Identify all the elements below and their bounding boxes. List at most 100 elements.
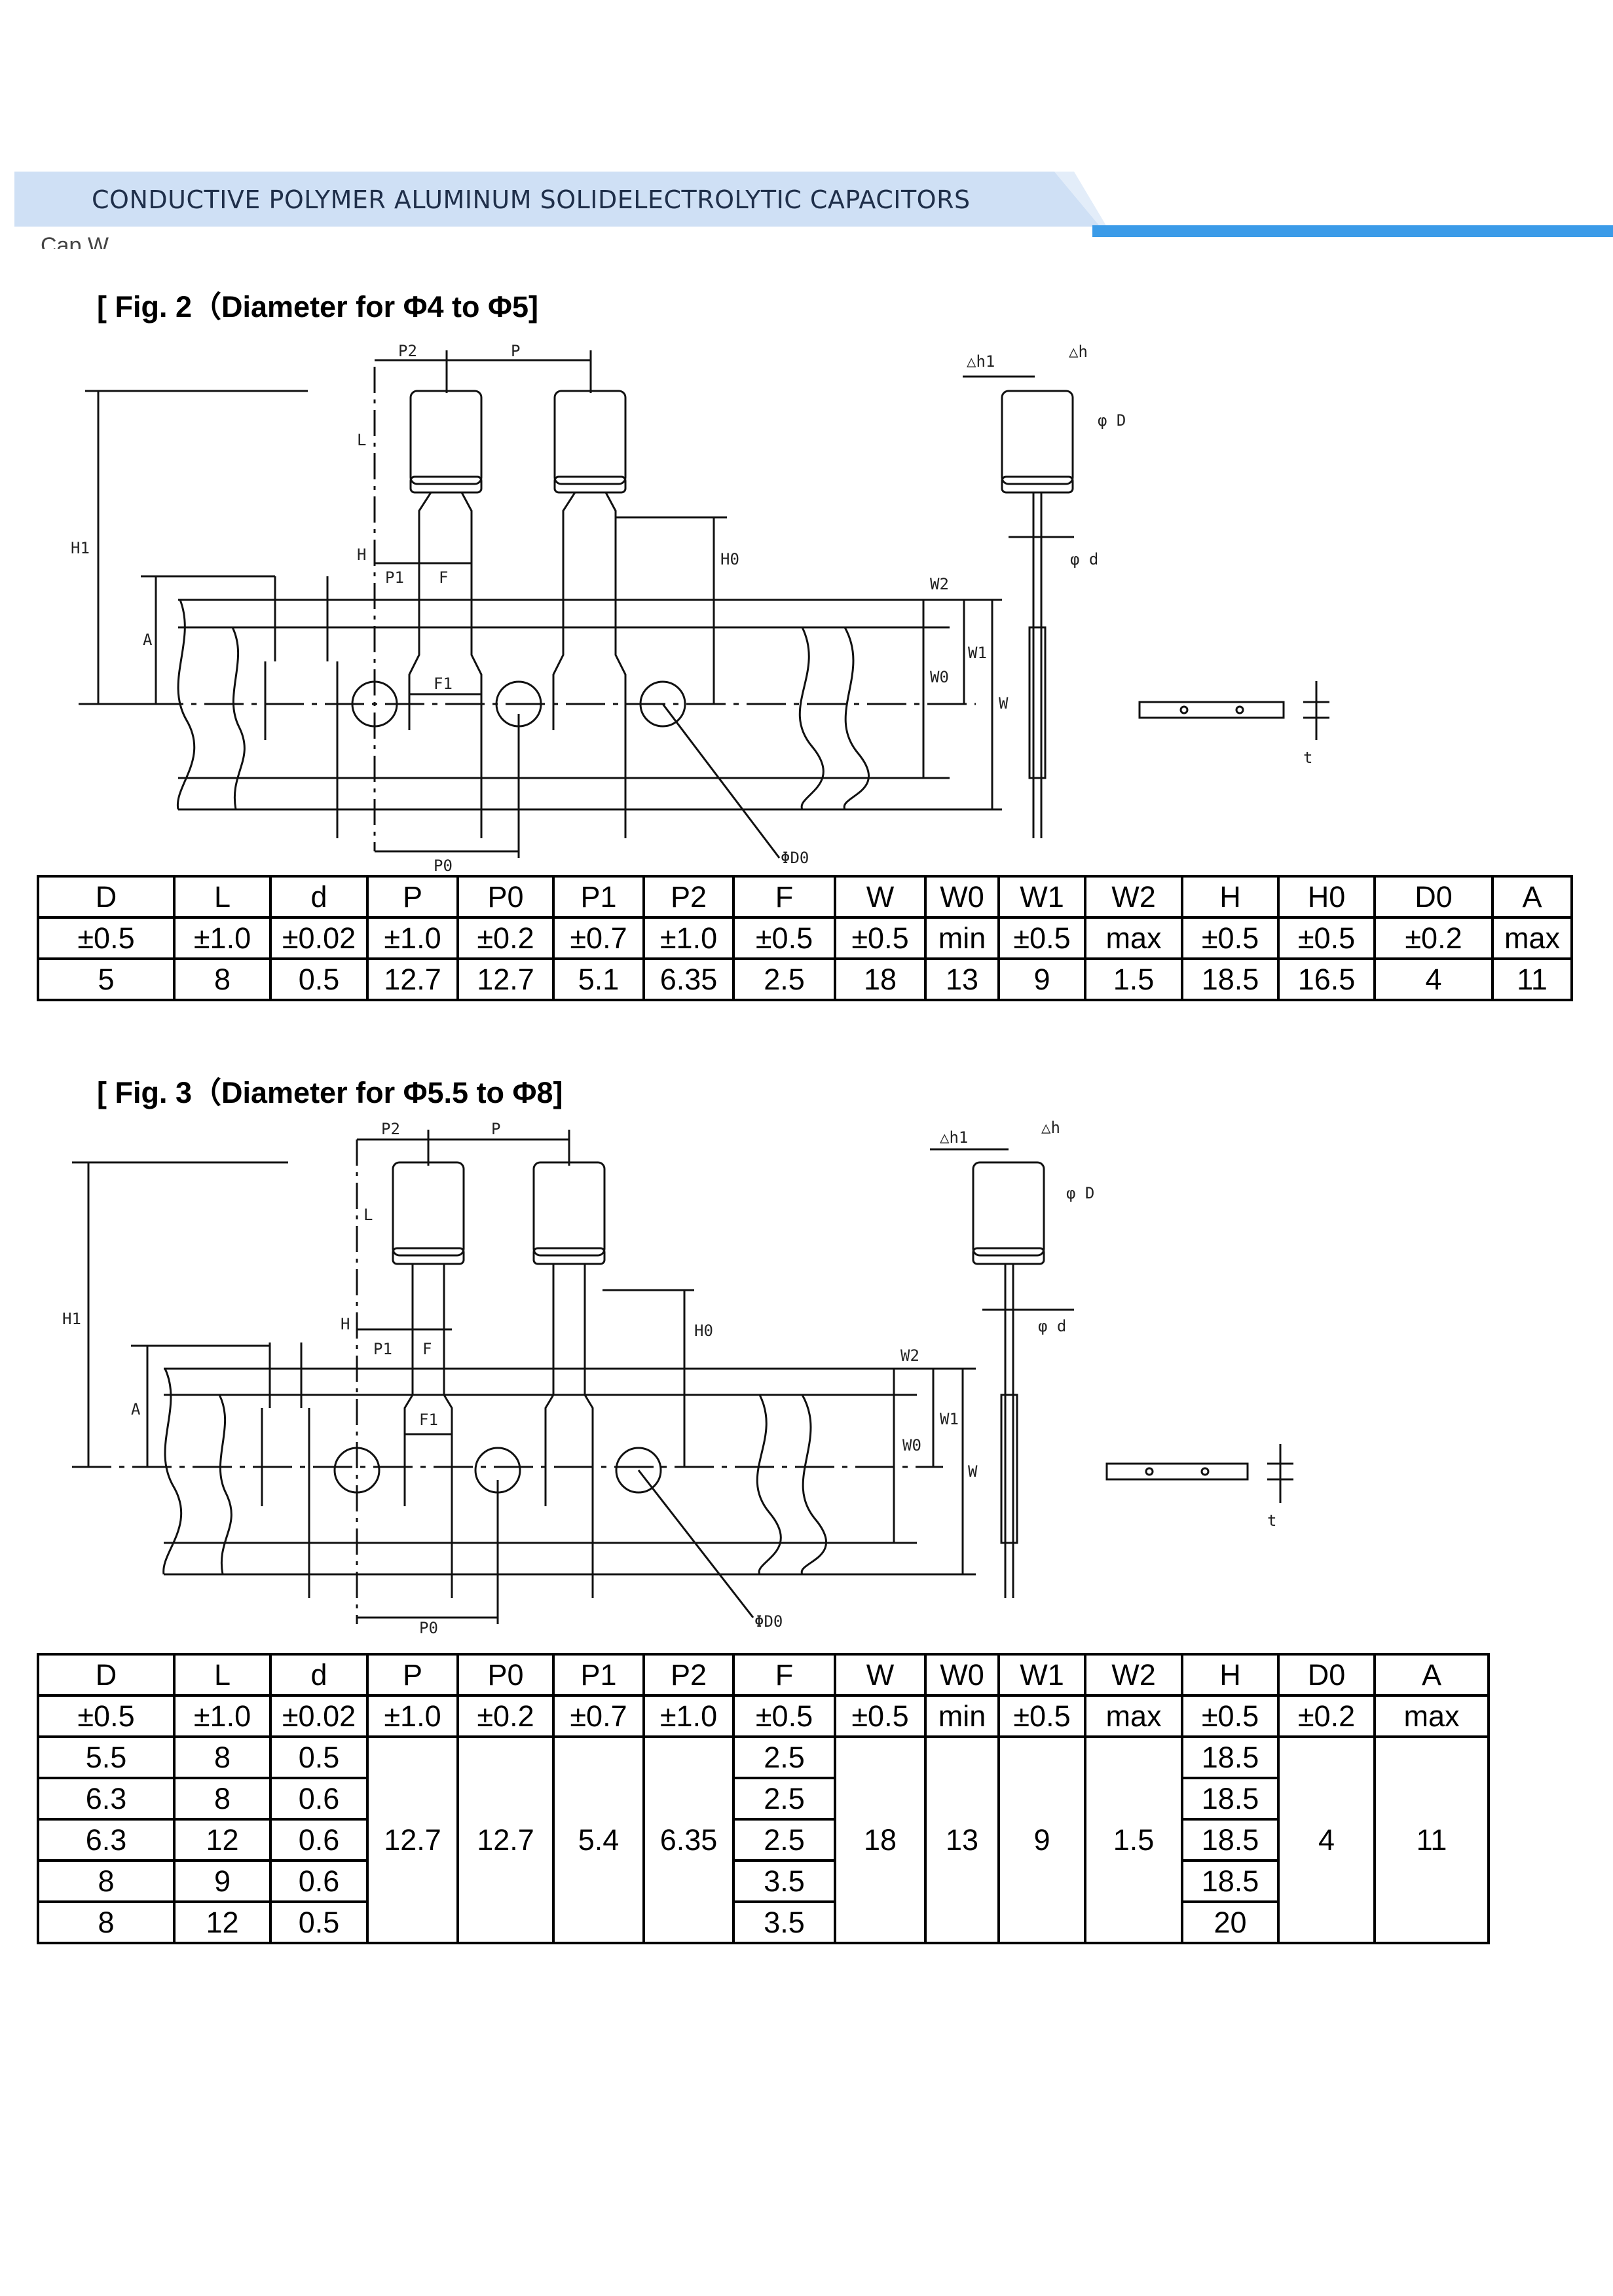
tolerance-cell: max	[1084, 1694, 1183, 1738]
header-cell: P2	[642, 1653, 735, 1697]
document-title: CONDUCTIVE POLYMER ALUMINUM SOLIDELECTRO…	[92, 185, 971, 214]
fig3-label-p: P	[491, 1120, 500, 1138]
value-cell: 6.35	[642, 957, 735, 1001]
tolerance-cell: min	[924, 916, 1000, 960]
value-cell-merged: 18	[834, 1735, 927, 1944]
fig2-label-p: P	[511, 342, 520, 360]
value-cell: 0.5	[269, 957, 369, 1001]
header-cell: W2	[1084, 1653, 1183, 1697]
fig3-label-a: A	[131, 1400, 141, 1418]
tolerance-cell: ±1.0	[173, 1694, 272, 1738]
fig2-label-p2: P2	[398, 342, 417, 360]
header-cell: D	[37, 875, 176, 919]
fig3-value-row: 8 12 0.5 3.5 20	[37, 1900, 1489, 1944]
header-cell: d	[269, 1653, 369, 1697]
value-cell: 12.7	[456, 957, 555, 1001]
value-cell: 5.5	[37, 1735, 176, 1779]
tolerance-cell: ±0.5	[37, 916, 176, 960]
value-cell: 0.6	[269, 1777, 369, 1821]
fig3-tolerance-row: ±0.5 ±1.0 ±0.02 ±1.0 ±0.2 ±0.7 ±1.0 ±0.5…	[37, 1694, 1490, 1738]
value-cell: 0.6	[269, 1859, 369, 1903]
fig3-spec-table: D L d P P0 P1 P2 F W W0 W1 W2 H D0 A ±0.…	[37, 1653, 1490, 1944]
value-cell: 6.3	[37, 1777, 176, 1821]
tolerance-cell: ±0.7	[552, 916, 645, 960]
fig3-value-row: 5.5 8 0.5 12.7 12.7 5.4 6.35 2.5 18 13 9…	[37, 1735, 1490, 1944]
tolerance-cell: ±1.0	[642, 1694, 735, 1738]
tolerance-cell: ±0.5	[732, 916, 836, 960]
header-cell: W0	[924, 1653, 1000, 1697]
tolerance-cell: ±0.5	[834, 916, 927, 960]
fig2-label-f: F	[439, 568, 448, 587]
value-cell-merged: 12.7	[366, 1735, 459, 1944]
value-cell-merged: 6.35	[642, 1735, 735, 1944]
header-cell: d	[269, 875, 369, 919]
fig2-label-d0: ΦD0	[781, 849, 809, 867]
header-cell: H	[1181, 1653, 1280, 1697]
fig2-spec-table: D L d P P0 P1 P2 F W W0 W1 W2 H H0 D0 A …	[37, 875, 1573, 1001]
fig2-label-w: W	[999, 694, 1009, 713]
value-cell: 9	[997, 957, 1086, 1001]
header-cell: H0	[1277, 875, 1376, 919]
tolerance-cell: ±0.02	[269, 1694, 369, 1738]
fig2-tolerance-row: ±0.5 ±1.0 ±0.02 ±1.0 ±0.2 ±0.7 ±1.0 ±0.5…	[37, 916, 1573, 960]
value-cell: 18.5	[1181, 1818, 1280, 1862]
fig2-label-f1: F1	[434, 675, 453, 693]
header-cell: D0	[1277, 1653, 1376, 1697]
subtitle-cap-w: Cap W	[41, 233, 109, 249]
value-cell: 4	[1373, 957, 1494, 1001]
fig2-header-row: D L d P P0 P1 P2 F W W0 W1 W2 H H0 D0 A	[37, 875, 1573, 919]
value-cell: 5	[37, 957, 176, 1001]
fig2-label-l: L	[357, 431, 366, 449]
fig3-value-row: 8 9 0.6 3.5 18.5	[37, 1859, 1489, 1903]
fig2-label-phi-d-upper: φ D	[1098, 411, 1126, 430]
tolerance-cell: ±0.5	[1181, 1694, 1280, 1738]
header-cell: P	[366, 1653, 459, 1697]
tolerance-cell: ±0.7	[552, 1694, 645, 1738]
value-cell: 20	[1181, 1900, 1280, 1944]
value-cell-merged: 1.5	[1084, 1735, 1183, 1944]
value-cell: 18.5	[1181, 1777, 1280, 1821]
header-cell: P0	[456, 875, 555, 919]
header-cell: W1	[997, 875, 1086, 919]
tolerance-cell: max	[1373, 1694, 1490, 1738]
value-cell: 8	[37, 1900, 176, 1944]
tolerance-cell: ±1.0	[366, 916, 459, 960]
tolerance-cell: ±1.0	[642, 916, 735, 960]
value-cell: 6.3	[37, 1818, 176, 1862]
fig2-title: [ Fig. 2（Diameter for Φ4 to Φ5]	[97, 290, 538, 324]
value-cell: 0.5	[269, 1900, 369, 1944]
fig2-value-row: 5 8 0.5 12.7 12.7 5.1 6.35 2.5 18 13 9 1…	[37, 957, 1573, 1001]
value-cell: 18	[834, 957, 927, 1001]
tolerance-cell: max	[1084, 916, 1183, 960]
header-cell: F	[732, 875, 836, 919]
value-cell: 8	[173, 1735, 272, 1779]
header-banner	[14, 172, 1613, 237]
fig3-label-l: L	[363, 1206, 373, 1224]
value-cell: 12	[173, 1900, 272, 1944]
header-cell: D0	[1373, 875, 1494, 919]
header-cell: W2	[1084, 875, 1183, 919]
fig3-label-f1: F1	[419, 1411, 438, 1429]
fig2-label-a: A	[143, 631, 153, 649]
fig3-label-p2: P2	[381, 1120, 400, 1138]
tolerance-cell: ±0.5	[997, 1694, 1086, 1738]
header-cell: H	[1181, 875, 1280, 919]
value-cell: 2.5	[732, 1777, 836, 1821]
value-cell-merged: 4	[1277, 1735, 1376, 1944]
fig2-label-h1: H1	[71, 539, 90, 557]
fig2-label-p0: P0	[434, 857, 453, 875]
value-cell-merged: 5.4	[552, 1735, 645, 1944]
fig3-label-dh: △h	[1041, 1119, 1060, 1137]
fig3-label-w: W	[968, 1462, 978, 1481]
fig2-tape-diagram: P2 P L H1 H P1 F H0 W2 W1 W0 W A F1 P0 Φ…	[71, 342, 1329, 875]
fig3-label-phi-d-lower: φ d	[1038, 1317, 1066, 1335]
header-cell: P0	[456, 1653, 555, 1697]
tolerance-cell: max	[1491, 916, 1573, 960]
value-cell: 18.5	[1181, 957, 1280, 1001]
fig3-tape-diagram: P2 P L H1 H P1 F H0 W2 W1 W0 W A F1 P0 Φ…	[62, 1119, 1293, 1637]
value-cell: 1.5	[1084, 957, 1183, 1001]
header-cell: P1	[552, 1653, 645, 1697]
value-cell: 11	[1491, 957, 1573, 1001]
value-cell: 9	[173, 1859, 272, 1903]
fig2-label-h0: H0	[720, 550, 739, 568]
